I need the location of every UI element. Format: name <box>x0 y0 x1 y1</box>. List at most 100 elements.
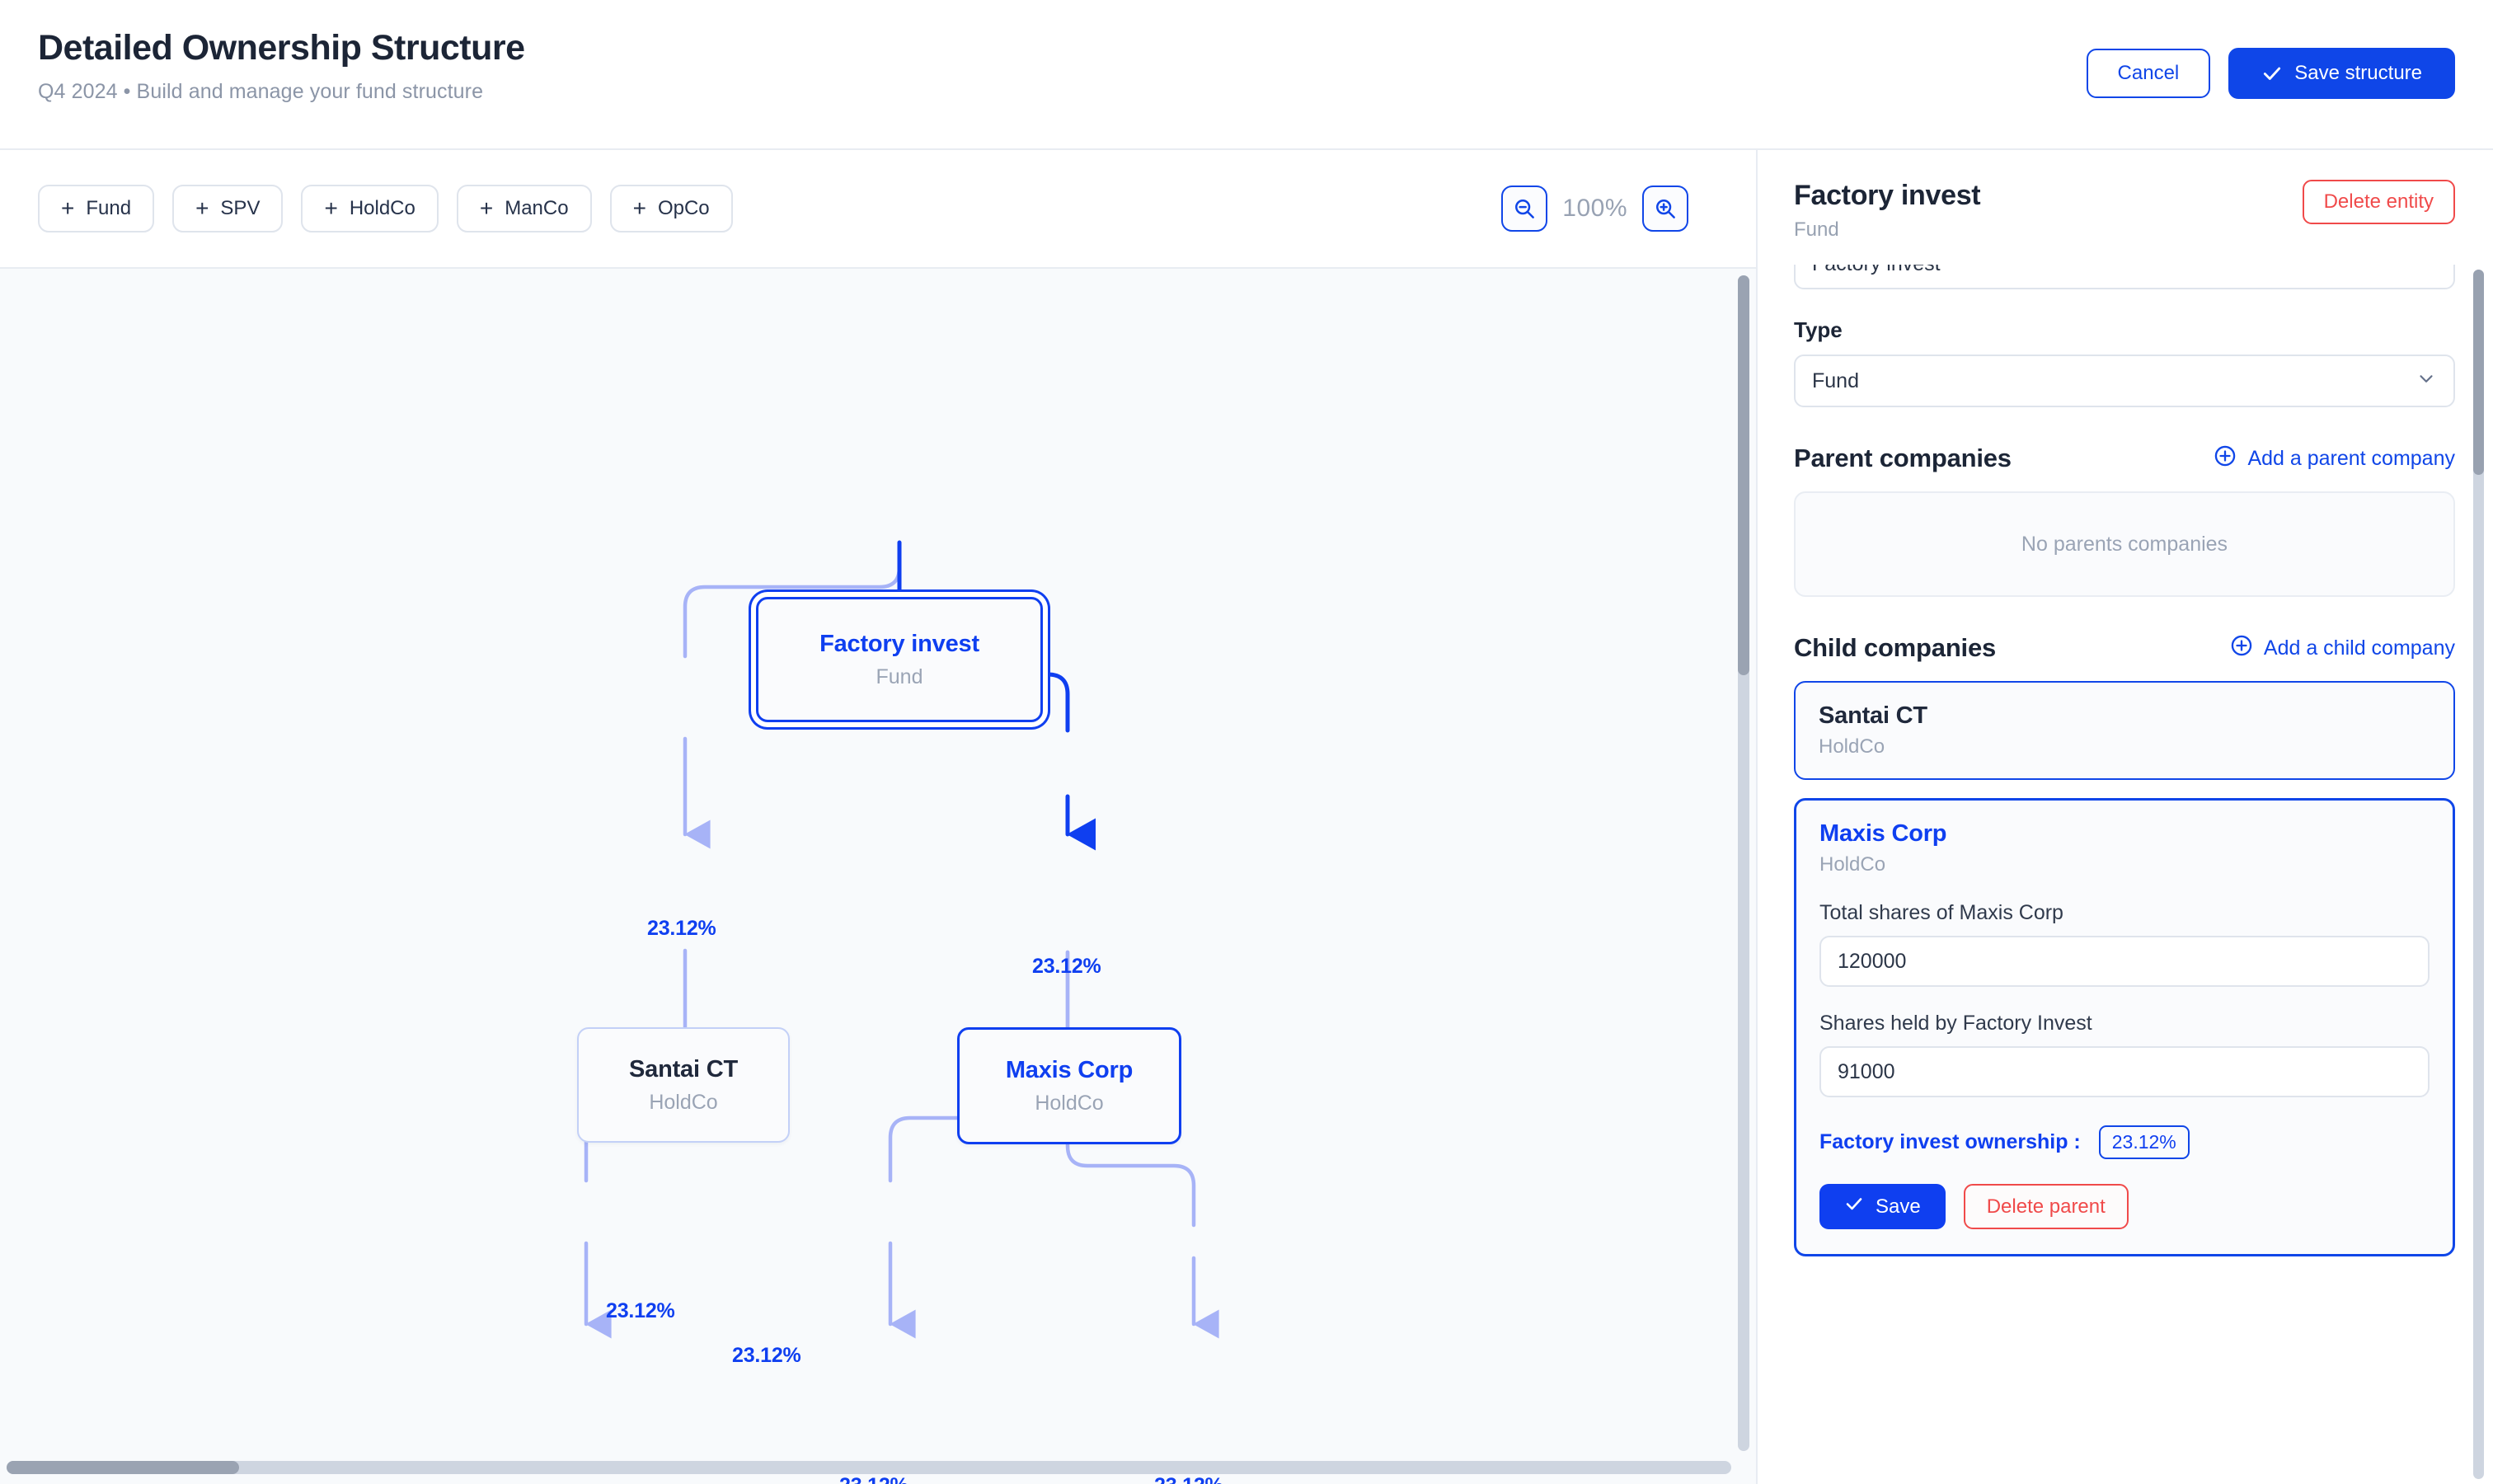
inspector-header: Factory invest Fund Delete entity <box>1758 150 2491 265</box>
parent-companies-empty-state: No parents companies <box>1794 491 2455 597</box>
plus-icon: + <box>195 195 209 221</box>
child-company-card[interactable]: Santai CT HoldCo <box>1794 681 2455 780</box>
add-opco-button[interactable]: + OpCo <box>609 185 733 232</box>
chevron-down-icon <box>2416 368 2437 395</box>
zoom-controls: 100% <box>1501 186 1688 232</box>
diagram-node-name: Santai CT <box>629 1055 738 1082</box>
edge-ownership-label: 23.12% <box>647 917 716 940</box>
entity-type-value: Fund <box>1812 369 1859 392</box>
plus-icon: + <box>61 195 75 221</box>
delete-entity-button[interactable]: Delete entity <box>2302 180 2455 224</box>
ownership-label: Factory invest ownership : <box>1819 1130 2081 1153</box>
zoom-level: 100% <box>1562 195 1627 222</box>
ownership-percentage-badge: 23.12% <box>2098 1125 2190 1159</box>
diagram-node-type: Fund <box>876 665 923 688</box>
entity-button-label: ManCo <box>505 197 569 219</box>
canvas-horizontal-scrollbar-thumb[interactable] <box>7 1461 240 1474</box>
edge-ownership-label: 23.12% <box>839 1474 908 1484</box>
ownership-row: Factory invest ownership : 23.12% <box>1819 1125 2430 1159</box>
zoom-out-button[interactable] <box>1501 186 1548 232</box>
child-card-actions: Save Delete parent <box>1819 1184 2430 1229</box>
child-company-type: HoldCo <box>1819 735 1885 758</box>
canvas-vertical-scrollbar-thumb[interactable] <box>1738 275 1749 675</box>
edge-ownership-label: 23.12% <box>606 1299 675 1322</box>
entity-button-label: HoldCo <box>349 197 416 219</box>
total-shares-label: Total shares of Maxis Corp <box>1819 901 2063 924</box>
add-spv-button[interactable]: + SPV <box>172 185 284 232</box>
app-header: Detailed Ownership Structure Q4 2024 • B… <box>0 0 2493 150</box>
zoom-out-icon <box>1515 199 1535 218</box>
add-child-company-label: Add a child company <box>2263 636 2455 660</box>
diagram-node-name: Factory invest <box>819 630 979 657</box>
entity-inspector-panel: Factory invest Fund Delete entity Factor… <box>1758 150 2491 1484</box>
check-icon <box>2261 63 2283 84</box>
plus-icon: + <box>479 195 494 221</box>
type-field-group: Type Fund <box>1794 317 2455 407</box>
zoom-in-icon <box>1655 199 1675 218</box>
add-parent-company-label: Add a parent company <box>2247 446 2455 470</box>
entity-name-input[interactable]: Factory invest <box>1794 265 2455 289</box>
edge-ownership-label: 23.12% <box>732 1344 801 1367</box>
edges-layer <box>584 540 1219 1339</box>
zoom-in-button[interactable] <box>1642 186 1688 232</box>
diagram-node-type: HoldCo <box>1035 1091 1104 1115</box>
child-companies-header: Child companies Add a child company <box>1794 633 2455 663</box>
inspector-scrollbar[interactable] <box>2473 270 2484 1479</box>
delete-parent-button[interactable]: Delete parent <box>1963 1184 2129 1229</box>
plus-circle-icon <box>2230 634 2253 663</box>
edge-ownership-label: 23.12% <box>1154 1474 1223 1484</box>
entity-button-group: + Fund + SPV + HoldCo + ManCo + OpCo <box>38 185 733 232</box>
inspector-scrollbar-thumb[interactable] <box>2473 270 2484 476</box>
inspector-title: Factory invest <box>1794 180 1981 211</box>
workspace: + Fund + SPV + HoldCo + ManCo + OpCo 100% <box>0 150 2493 1484</box>
plus-icon: + <box>324 195 338 221</box>
entity-button-label: SPV <box>220 197 261 219</box>
shares-held-input[interactable]: 91000 <box>1819 1046 2430 1097</box>
canvas-horizontal-scrollbar[interactable] <box>7 1461 1731 1474</box>
page-title: Detailed Ownership Structure <box>38 28 525 68</box>
save-child-button[interactable]: Save <box>1819 1184 1946 1229</box>
save-structure-button[interactable]: Save structure <box>2228 48 2455 99</box>
save-structure-label: Save structure <box>2294 62 2422 84</box>
inspector-heading-group: Factory invest Fund <box>1794 180 1981 242</box>
parent-companies-title: Parent companies <box>1794 444 2012 472</box>
parent-companies-header: Parent companies Add a parent company <box>1794 444 2455 473</box>
child-companies-title: Child companies <box>1794 633 1997 662</box>
type-field-label: Type <box>1794 317 1843 342</box>
page-subtitle: Q4 2024 • Build and manage your fund str… <box>38 80 484 104</box>
child-company-name: Santai CT <box>1819 702 1927 729</box>
canvas-toolbar: + Fund + SPV + HoldCo + ManCo + OpCo 100% <box>0 150 1756 269</box>
add-manco-button[interactable]: + ManCo <box>456 185 592 232</box>
entity-button-label: OpCo <box>657 197 710 219</box>
diagram-node-name: Maxis Corp <box>1005 1056 1134 1083</box>
check-icon <box>1844 1194 1864 1219</box>
total-shares-input[interactable]: 120000 <box>1819 936 2430 987</box>
plus-circle-icon <box>2214 444 2237 473</box>
add-child-company-button[interactable]: Add a child company <box>2230 634 2455 663</box>
add-parent-company-button[interactable]: Add a parent company <box>2214 444 2455 473</box>
inspector-content: Factory invest Type Fund Parent companie… <box>1794 265 2455 1275</box>
canvas-vertical-scrollbar[interactable] <box>1738 275 1749 1451</box>
add-fund-button[interactable]: + Fund <box>38 185 155 232</box>
child-company-name: Maxis Corp <box>1819 820 1947 847</box>
edge-ownership-label: 23.12% <box>1032 955 1101 978</box>
child-company-type: HoldCo <box>1819 853 1886 876</box>
cancel-button[interactable]: Cancel <box>2086 49 2211 98</box>
header-titles: Detailed Ownership Structure Q4 2024 • B… <box>38 28 525 104</box>
inspector-subtitle: Fund <box>1794 218 1839 241</box>
inspector-scroll-area[interactable]: Factory invest Type Fund Parent companie… <box>1758 265 2491 1484</box>
header-actions: Cancel Save structure <box>2086 48 2455 99</box>
entity-type-select[interactable]: Fund <box>1794 355 2455 407</box>
shares-held-label: Shares held by Factory Invest <box>1819 1012 2092 1035</box>
entity-button-label: Fund <box>86 197 132 219</box>
diagram-node-santai[interactable]: Santai CT HoldCo <box>577 1027 790 1143</box>
plus-icon: + <box>632 195 646 221</box>
add-holdco-button[interactable]: + HoldCo <box>301 185 439 232</box>
diagram-node-type: HoldCo <box>649 1090 718 1114</box>
